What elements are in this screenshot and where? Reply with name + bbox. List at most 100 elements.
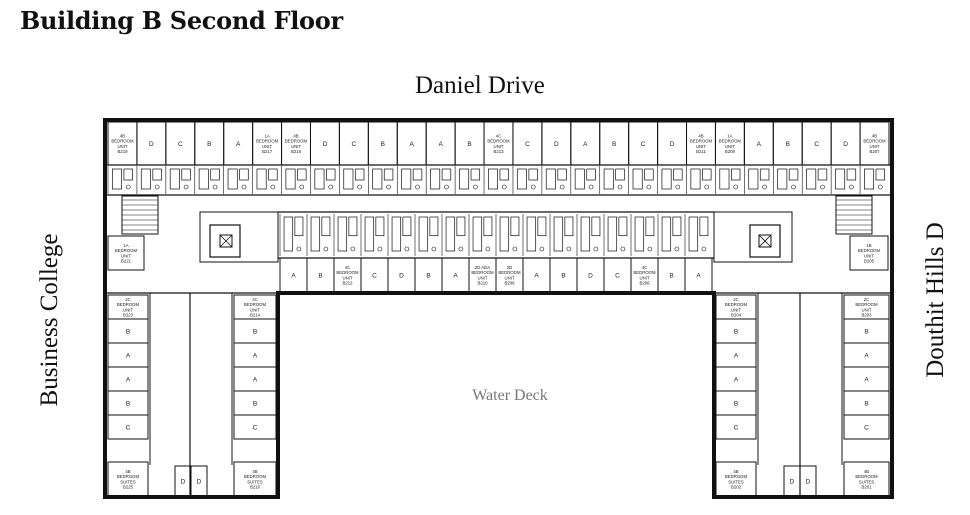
north-unit: C bbox=[512, 121, 543, 166]
street-label-top: Daniel Drive bbox=[415, 72, 545, 99]
lobby-west bbox=[199, 211, 279, 263]
north-unit: D bbox=[657, 121, 688, 166]
unit-label-line: B223 bbox=[123, 313, 134, 318]
bath-fixture bbox=[468, 214, 493, 256]
corridor-bath-row bbox=[279, 214, 709, 256]
room-letter: A bbox=[236, 141, 241, 148]
unit-label-line: 1B bbox=[866, 243, 871, 248]
bath-fixture bbox=[425, 166, 452, 194]
bath-fixture bbox=[483, 166, 509, 194]
north-unit: D bbox=[541, 121, 572, 166]
room-letter: B bbox=[126, 401, 130, 408]
room-letter: C bbox=[641, 141, 646, 148]
north-unit: B bbox=[454, 121, 485, 166]
unit-label-line: UNIT bbox=[250, 307, 260, 312]
room-letter: D bbox=[323, 141, 328, 148]
room-letter: A bbox=[583, 141, 588, 148]
page-title: Building B Second Floor bbox=[20, 6, 343, 35]
unit-label-line: B206 bbox=[639, 281, 650, 286]
bath-fixture bbox=[368, 166, 394, 194]
wing-unit-right: B bbox=[843, 390, 890, 416]
bath-fixture bbox=[830, 166, 857, 194]
corridor-unit: D bbox=[387, 257, 416, 293]
room-letter: A bbox=[410, 141, 415, 148]
bath-fixture bbox=[570, 166, 596, 194]
unit-label-line: BEDROOM bbox=[487, 139, 510, 144]
north-unit: B bbox=[772, 121, 803, 166]
unit-label-line: BEDROOM bbox=[117, 302, 140, 307]
bath-fixture bbox=[599, 166, 625, 194]
north-unit: B bbox=[194, 121, 225, 166]
bath-fixture bbox=[657, 214, 682, 256]
room-letter: A bbox=[757, 141, 762, 148]
bath-fixture bbox=[684, 214, 709, 256]
room-letter: D bbox=[181, 479, 186, 486]
room-letter: D bbox=[197, 479, 202, 486]
bath-fixture bbox=[522, 214, 547, 256]
room-letter: A bbox=[253, 377, 258, 384]
room-letter: C bbox=[178, 141, 183, 148]
room-letter: B bbox=[864, 329, 868, 336]
bath-fixture bbox=[686, 166, 712, 194]
room-letter: D bbox=[670, 141, 675, 148]
unit-label-line: 2D ADA bbox=[475, 265, 490, 270]
room-letter: A bbox=[864, 377, 869, 384]
unit-label-line: BEDROOM bbox=[244, 474, 267, 479]
unit-label-line: BEDROOM bbox=[690, 139, 713, 144]
unit-label-line: 4B bbox=[120, 134, 125, 139]
corridor-unit: B bbox=[306, 257, 335, 293]
north-unit: D bbox=[830, 121, 861, 166]
bath-fixture bbox=[454, 166, 481, 194]
room-letter: D bbox=[806, 479, 811, 486]
room-letter: A bbox=[734, 377, 739, 384]
elevator-west bbox=[209, 224, 241, 258]
bath-fixture bbox=[339, 166, 365, 194]
unit-label-line: BEDROOM bbox=[244, 302, 267, 307]
room-letter: B bbox=[426, 273, 430, 280]
room-letter: C bbox=[126, 425, 131, 432]
bath-fixture bbox=[194, 166, 220, 194]
unit-label-line: B208 bbox=[504, 281, 515, 286]
bath-fixture bbox=[387, 214, 412, 256]
unit-label-line: 4B bbox=[864, 469, 869, 474]
left-wing: 2CBEDROOMUNITB223BAABC4BBEDROOMSUITESB22… bbox=[107, 294, 277, 497]
wing-unit-right: B bbox=[843, 318, 890, 344]
wing-bottom-room: D bbox=[783, 465, 801, 497]
unit-label-line: SUITES bbox=[728, 479, 744, 484]
wing-unit-right: A bbox=[233, 366, 277, 392]
unit-label-line: UNIT bbox=[504, 275, 514, 280]
unit-label-line: BEDROOM bbox=[336, 270, 359, 275]
corridor-unit: A bbox=[279, 257, 308, 293]
unit-label-line: UNIT bbox=[731, 307, 741, 312]
room-letter: C bbox=[615, 273, 620, 280]
north-unit: C bbox=[801, 121, 832, 166]
wing-unit-left: B bbox=[715, 318, 757, 344]
unit-label-line: B205 bbox=[864, 259, 875, 264]
unit-label-line: BEDROOM bbox=[855, 302, 878, 307]
room-letter: D bbox=[588, 273, 593, 280]
unit-label-line: BEDROOM bbox=[855, 474, 878, 479]
wing-bottom-room: D bbox=[799, 465, 817, 497]
bath-fixture bbox=[715, 166, 741, 194]
north-unit: A bbox=[223, 121, 254, 166]
unit-label-line: B225 bbox=[123, 485, 134, 490]
unit-label-line: 4C bbox=[496, 134, 502, 139]
unit-label-line: UNIT bbox=[870, 144, 880, 149]
bath-fixture bbox=[165, 166, 191, 194]
unit-label-line: 1A bbox=[123, 243, 128, 248]
unit-label-line: B202 bbox=[731, 485, 742, 490]
room-letter: C bbox=[352, 141, 357, 148]
room-letter: B bbox=[734, 329, 738, 336]
wing-unit-right: B bbox=[233, 318, 277, 344]
lobby-east bbox=[713, 211, 793, 263]
bath-fixture bbox=[333, 214, 358, 256]
unit-label-line: BEDROOM bbox=[256, 139, 279, 144]
unit-label-line: BEDROOM bbox=[115, 248, 138, 253]
